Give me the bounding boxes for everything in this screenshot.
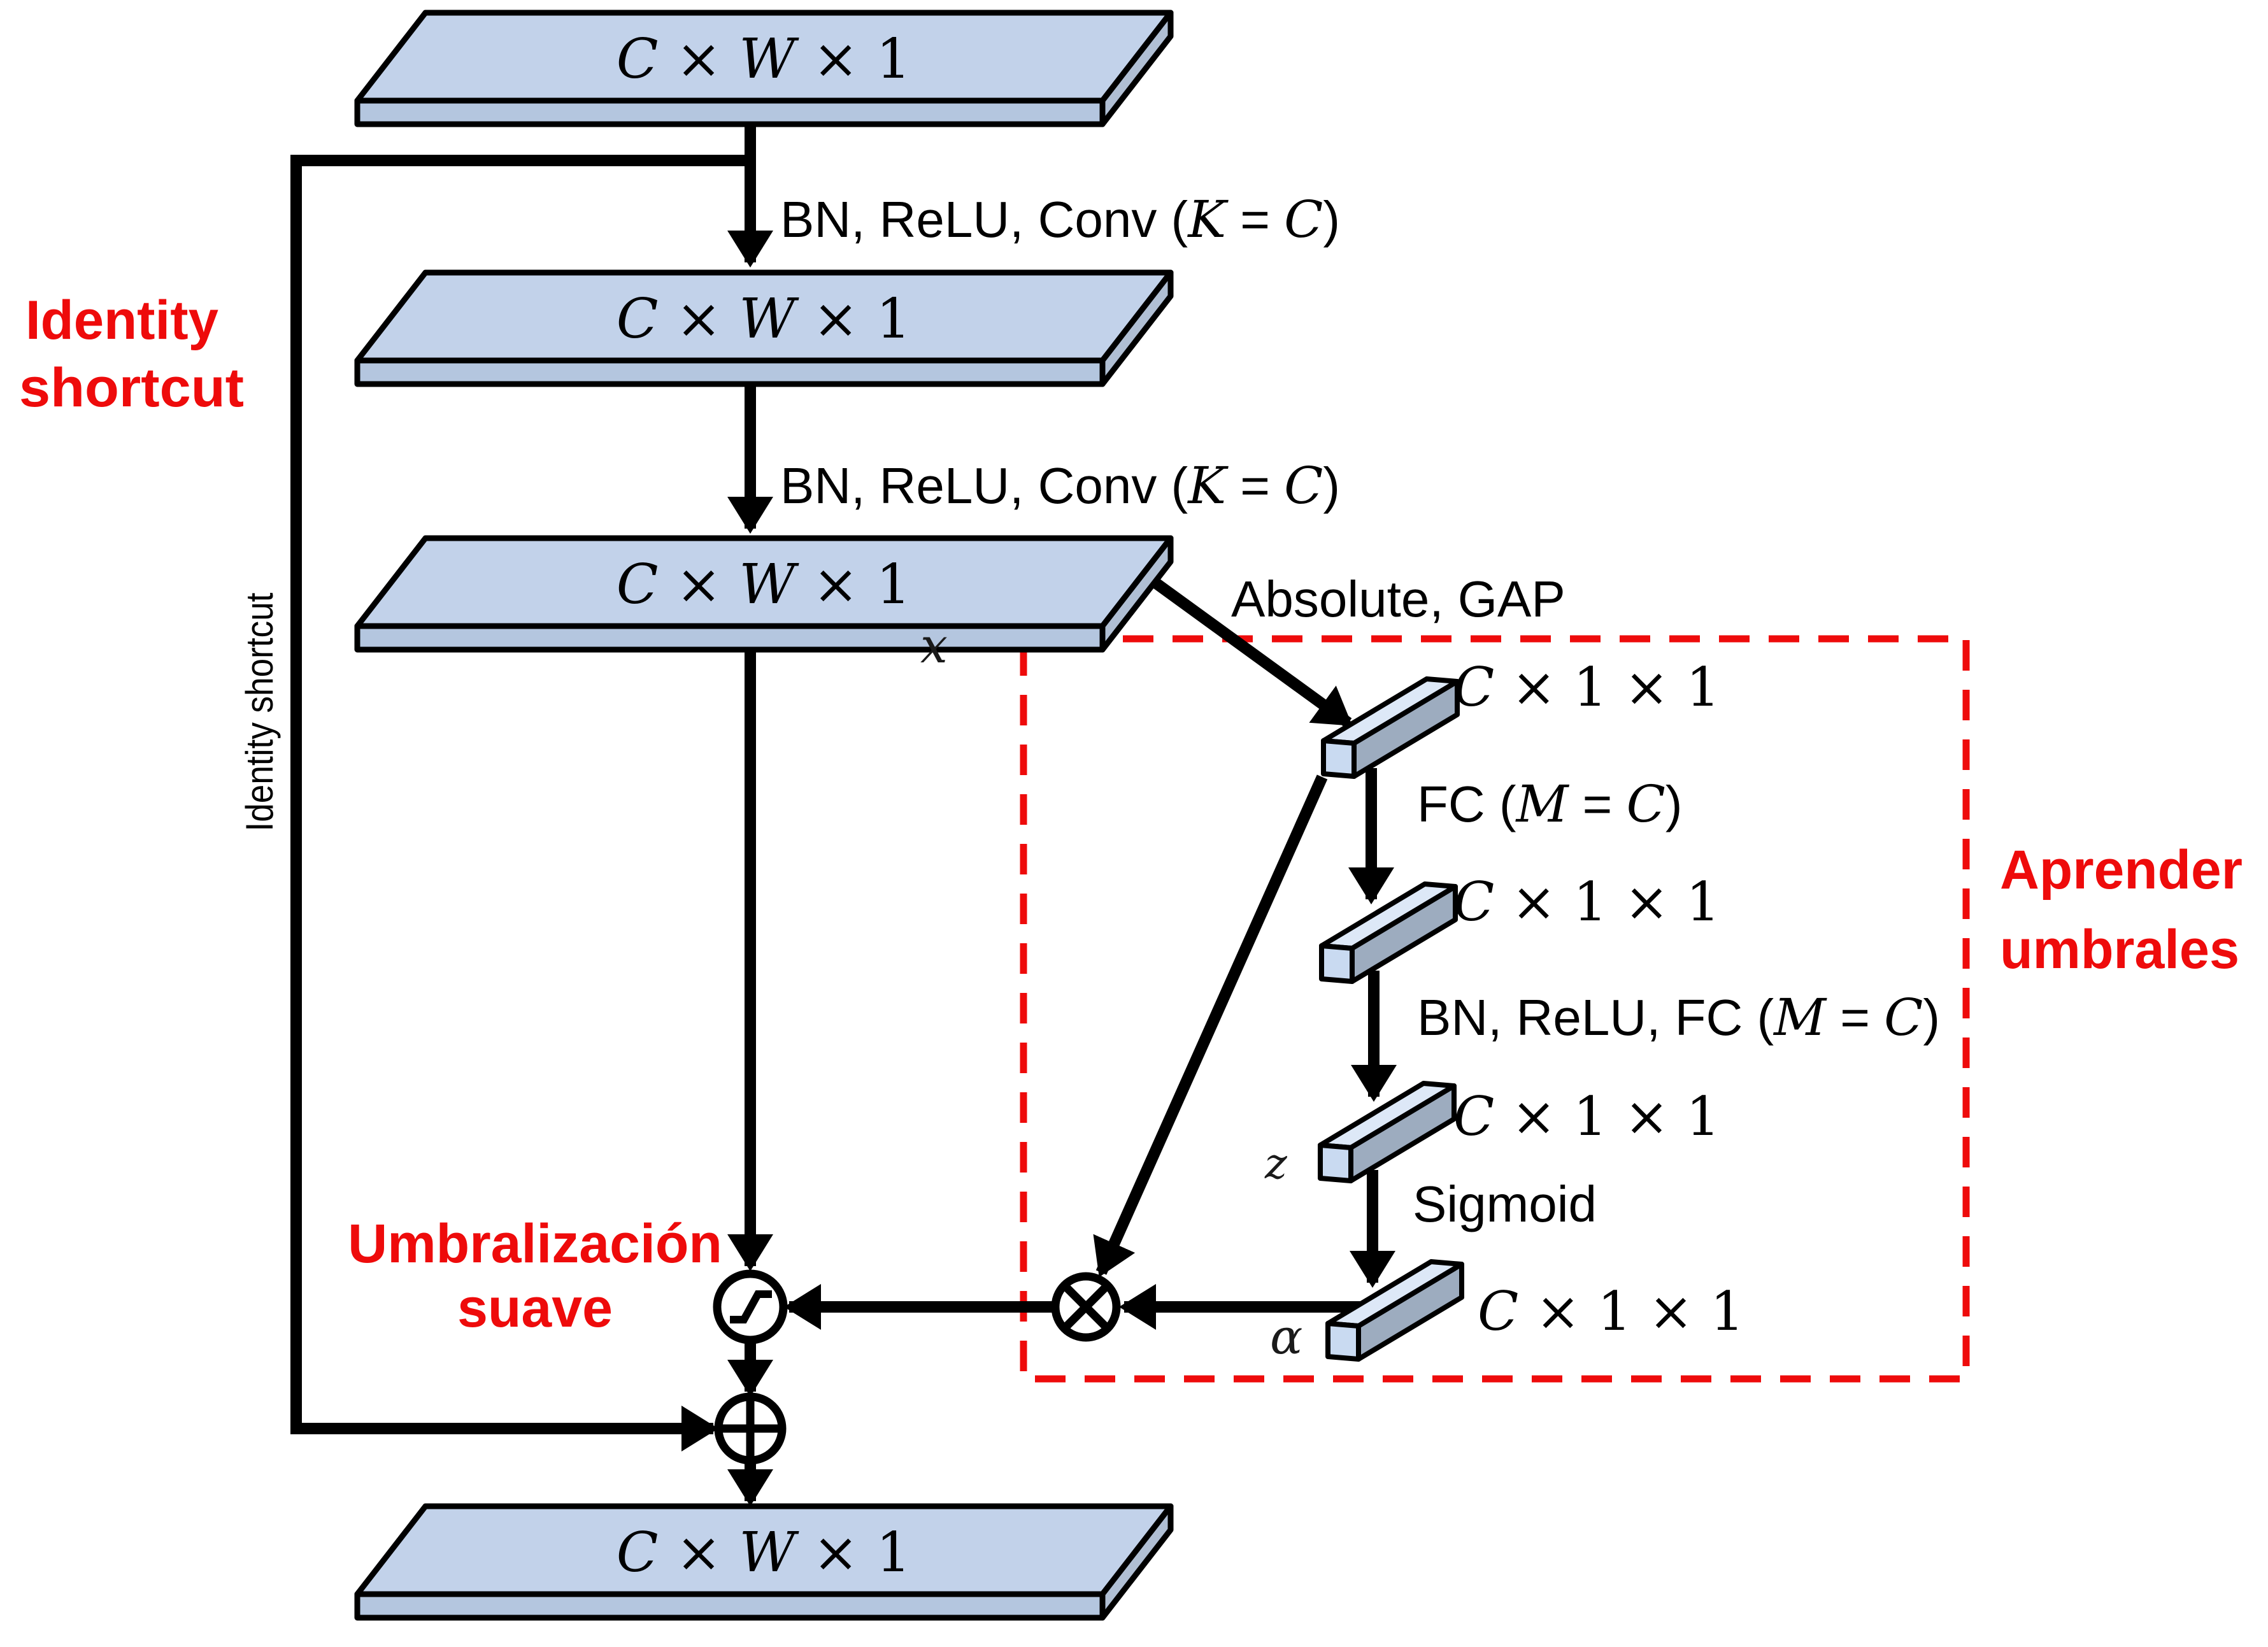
fc-label: FC (M = C)	[1417, 774, 1682, 834]
slab-front-face	[354, 1591, 1106, 1621]
learn-thresholds-note-line1: Aprender	[2000, 839, 2243, 901]
soft-threshold-icon	[713, 1269, 788, 1344]
feature-map-output: C × W × 1	[354, 1503, 1174, 1621]
feature-map-input: C × W × 1	[354, 10, 1174, 127]
bar-end-face	[1318, 1143, 1353, 1183]
slab-side-face	[1099, 269, 1174, 387]
vector-fc1	[1319, 881, 1458, 984]
arrow-gap-to-multiply	[1093, 774, 1328, 1278]
multiply-icon	[1051, 1272, 1121, 1342]
var-alpha-label: α	[1270, 1308, 1302, 1365]
conv2-label: BN, ReLU, Conv (K = C)	[780, 456, 1340, 515]
arrow-absolute-gap	[1149, 576, 1353, 728]
soft-threshold-note-line1: Umbralización	[348, 1213, 722, 1274]
bar-end-face	[1319, 943, 1355, 984]
slab-dim-label: C × W × 1	[617, 1521, 911, 1585]
bar-dim-label-fc1: C × 1 × 1	[1453, 871, 1720, 933]
slab-side-face	[1099, 10, 1174, 127]
conv1-label: BN, ReLU, Conv (K = C)	[780, 190, 1340, 249]
soft-threshold-note-line2: suave	[457, 1278, 613, 1339]
slab-front-face	[354, 97, 1106, 127]
learn-thresholds-note-line2: umbrales	[2000, 919, 2239, 980]
sigmoid-label: Sigmoid	[1413, 1176, 1597, 1232]
bar-end-face	[1325, 1321, 1361, 1362]
slab-dim-label: C × W × 1	[617, 27, 911, 91]
identity-shortcut-note-line1: Identity	[25, 290, 218, 351]
bn-relu-fc-label: BN, ReLU, FC (M = C)	[1417, 988, 1940, 1047]
slab-dim-label: C × W × 1	[617, 553, 911, 617]
bar-dim-label-gap: C × 1 × 1	[1453, 656, 1720, 718]
slab-dim-label: C × W × 1	[617, 287, 911, 351]
learn-thresholds-dashed-box	[1020, 635, 1970, 1383]
identity-shortcut-note-line2: shortcut	[19, 357, 244, 418]
slab-front-face	[354, 623, 1106, 653]
vector-alpha	[1325, 1259, 1464, 1362]
vector-gap	[1321, 676, 1460, 779]
feature-map-conv1-out: C × W × 1	[354, 269, 1174, 387]
var-z-label: z	[1264, 1139, 1288, 1188]
var-x-label: x	[920, 617, 948, 674]
vector-z	[1318, 1081, 1457, 1183]
slab-side-face	[1099, 1503, 1174, 1621]
bar-dim-label-z: C × 1 × 1	[1453, 1085, 1720, 1148]
absolute-gap-label: Absolute, GAP	[1231, 571, 1565, 627]
add-icon	[714, 1392, 787, 1465]
bar-dim-label-alpha: C × 1 × 1	[1478, 1280, 1744, 1343]
slab-side-face	[1099, 535, 1174, 653]
feature-map-x: C × W × 1	[354, 535, 1174, 653]
identity-shortcut-line	[290, 155, 750, 1451]
bar-end-face	[1321, 738, 1357, 779]
identity-shortcut-rotated-label: Identity shortcut	[238, 592, 281, 831]
slab-front-face	[354, 357, 1106, 387]
